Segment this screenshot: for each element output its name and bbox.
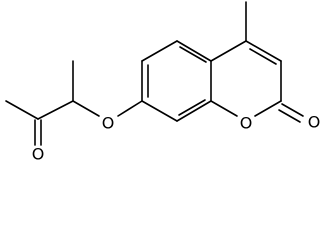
carbonyl-oxygen-label: O [308, 113, 321, 132]
bond-ring-c6-c5 [141, 40, 178, 62]
bond-lactone-co-b [278, 109, 301, 123]
bond-ring-o-c8a [210, 100, 238, 117]
ether-oxygen-label: O [102, 114, 115, 133]
bond-ring-c8a-c8 [176, 100, 212, 122]
bond-lactone-co-a [281, 103, 304, 117]
bond-c4-c3 [245, 40, 282, 62]
bond-ether-o-to-ring [117, 100, 143, 117]
ring-oxygen-label: O [240, 114, 253, 133]
bond-c4-c3-inner [249, 48, 277, 65]
bond-ketone-methyl [5, 100, 39, 120]
bond-ring-inner-3 [178, 99, 206, 116]
bond-ketone-to-ch [37, 100, 74, 120]
bond-ring-c8-c7 [141, 100, 178, 122]
ketone-oxygen-label: O [32, 145, 45, 164]
bond-c4a-c4 [210, 40, 247, 62]
bond-ring-c5-c4a [176, 40, 212, 62]
bond-ch-to-ether-o [72, 100, 100, 117]
bond-ring-inner-2 [179, 46, 207, 63]
bond-c2-ring-o [254, 100, 282, 117]
chemical-structure: O O O O [5, 1, 321, 164]
